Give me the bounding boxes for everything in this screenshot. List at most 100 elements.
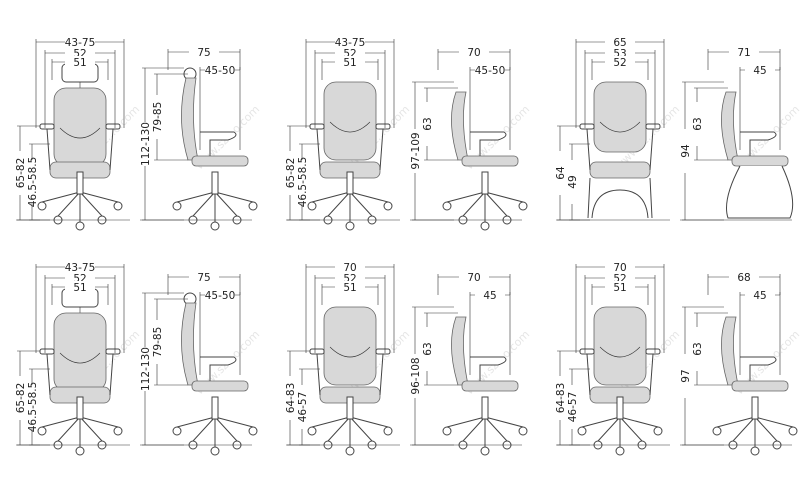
- caster-icon: [172, 201, 182, 211]
- seat-depth-dim-label: 45-50: [205, 290, 236, 302]
- seat-height-dim-label: 46.5-58.5: [27, 382, 39, 433]
- backrest-side: [451, 316, 469, 386]
- inner-width-dim-label: 51: [343, 282, 356, 294]
- inner-width-dim-label-bg: [335, 281, 365, 292]
- arm-post: [379, 353, 384, 396]
- inner-width-dim-label: 51: [73, 57, 86, 69]
- back-height-dim-label-bg: [421, 327, 433, 371]
- total-height-dim-label: 96-108: [410, 357, 422, 394]
- base-leg: [446, 416, 486, 428]
- seat-height-dim-label-bg: [566, 385, 578, 429]
- seat-depth-dim-label: 45: [483, 290, 496, 302]
- base-leg: [597, 416, 621, 442]
- armrest-side: [470, 356, 507, 381]
- caster-icon: [518, 201, 528, 211]
- caster-icon: [518, 426, 528, 436]
- depth-dim-label: 70: [467, 47, 480, 59]
- seat-depth-dim-label-bg: [205, 64, 235, 75]
- right-armrest: [105, 123, 121, 130]
- base-leg: [349, 191, 389, 203]
- inner-width-dim-label-bg: [65, 281, 95, 292]
- left-armrest: [579, 348, 595, 355]
- arm-post: [109, 353, 114, 396]
- caster-icon: [383, 426, 393, 436]
- base-leg: [57, 416, 81, 442]
- seat-depth-dim-label: 45-50: [205, 65, 236, 77]
- total-height-dim-label-bg: [409, 129, 421, 173]
- base-leg: [462, 191, 486, 217]
- seat-height-dim-label-bg: [26, 385, 38, 429]
- arm-height-dim-label-bg: [554, 376, 566, 420]
- gas-lift: [751, 396, 759, 420]
- overall-width-dim-label: 70: [613, 262, 626, 274]
- arm-post: [649, 353, 654, 396]
- base-leg: [192, 416, 216, 442]
- arm-height-dim-label: 65-82: [15, 383, 27, 414]
- base-leg: [41, 416, 81, 428]
- arm-height-dim-label: 65-82: [285, 158, 297, 189]
- arm-height-dim-label: 65-82: [15, 158, 27, 189]
- armrest-side: [470, 131, 507, 156]
- back-height-dim-label-bg: [691, 327, 703, 371]
- right-armrest: [375, 348, 391, 355]
- back-height-dim-label-bg: [691, 102, 703, 146]
- base-leg: [57, 191, 81, 217]
- backrest-side: [721, 316, 739, 386]
- armrest-side: [200, 131, 237, 156]
- total-height-dim-label: 112-130: [140, 347, 152, 391]
- caster-icon: [210, 446, 220, 456]
- base-leg: [484, 416, 524, 428]
- inner-width-dim-label-bg: [605, 281, 635, 292]
- seat: [589, 161, 651, 179]
- caster-icon: [788, 426, 798, 436]
- backrest-frame: [59, 352, 101, 364]
- total-height-dim-label-bg: [679, 129, 691, 173]
- base-leg: [732, 416, 756, 442]
- arm-post: [316, 353, 321, 396]
- arm-height-dim-label: 64: [555, 166, 567, 180]
- mid-width-dim-label-bg: [65, 272, 95, 283]
- base-leg: [214, 416, 254, 428]
- backrest-frame: [329, 346, 371, 358]
- seat-height-dim-label-bg: [296, 160, 308, 204]
- depth-dim-label: 71: [737, 47, 750, 59]
- back-height-dim-label: 79-85: [152, 102, 164, 133]
- base-leg: [754, 416, 778, 442]
- armrest-side: [740, 356, 777, 381]
- mid-width-dim-label-bg: [335, 47, 365, 58]
- backrest: [53, 87, 107, 167]
- arm-height-dim-label-bg: [554, 151, 566, 195]
- back-height-dim-label: 63: [422, 117, 434, 130]
- sled-base-side: [726, 165, 794, 219]
- seat-side: [191, 155, 249, 167]
- seat-depth-dim-label-bg: [475, 289, 505, 300]
- gas-lift: [481, 171, 489, 195]
- seat-side: [191, 380, 249, 392]
- backrest: [53, 312, 107, 392]
- left-armrest: [309, 123, 325, 130]
- base-leg: [484, 191, 508, 217]
- overall-width-dim-label-bg: [605, 261, 635, 272]
- overall-width-dim-label: 43-75: [65, 262, 96, 274]
- inner-width-dim-label-bg: [605, 56, 635, 67]
- seat-side: [461, 380, 519, 392]
- back-height-dim-label-bg: [151, 95, 163, 139]
- caster-icon: [172, 426, 182, 436]
- caster-icon: [577, 426, 587, 436]
- gas-lift: [211, 171, 219, 195]
- backrest-side: [181, 302, 199, 386]
- arm-post: [46, 128, 51, 171]
- gas-lift: [76, 171, 84, 195]
- arm-height-dim-label-bg: [284, 376, 296, 420]
- caster-icon: [210, 221, 220, 231]
- mid-width-dim-label-bg: [605, 272, 635, 283]
- gas-lift: [76, 396, 84, 420]
- caster-icon: [307, 426, 317, 436]
- seat-height-dim-label-bg: [26, 160, 38, 204]
- caster-icon: [37, 426, 47, 436]
- depth-dim-label-bg: [189, 271, 219, 282]
- base-leg: [214, 416, 238, 442]
- seat-side: [731, 380, 789, 392]
- base-leg: [311, 416, 351, 428]
